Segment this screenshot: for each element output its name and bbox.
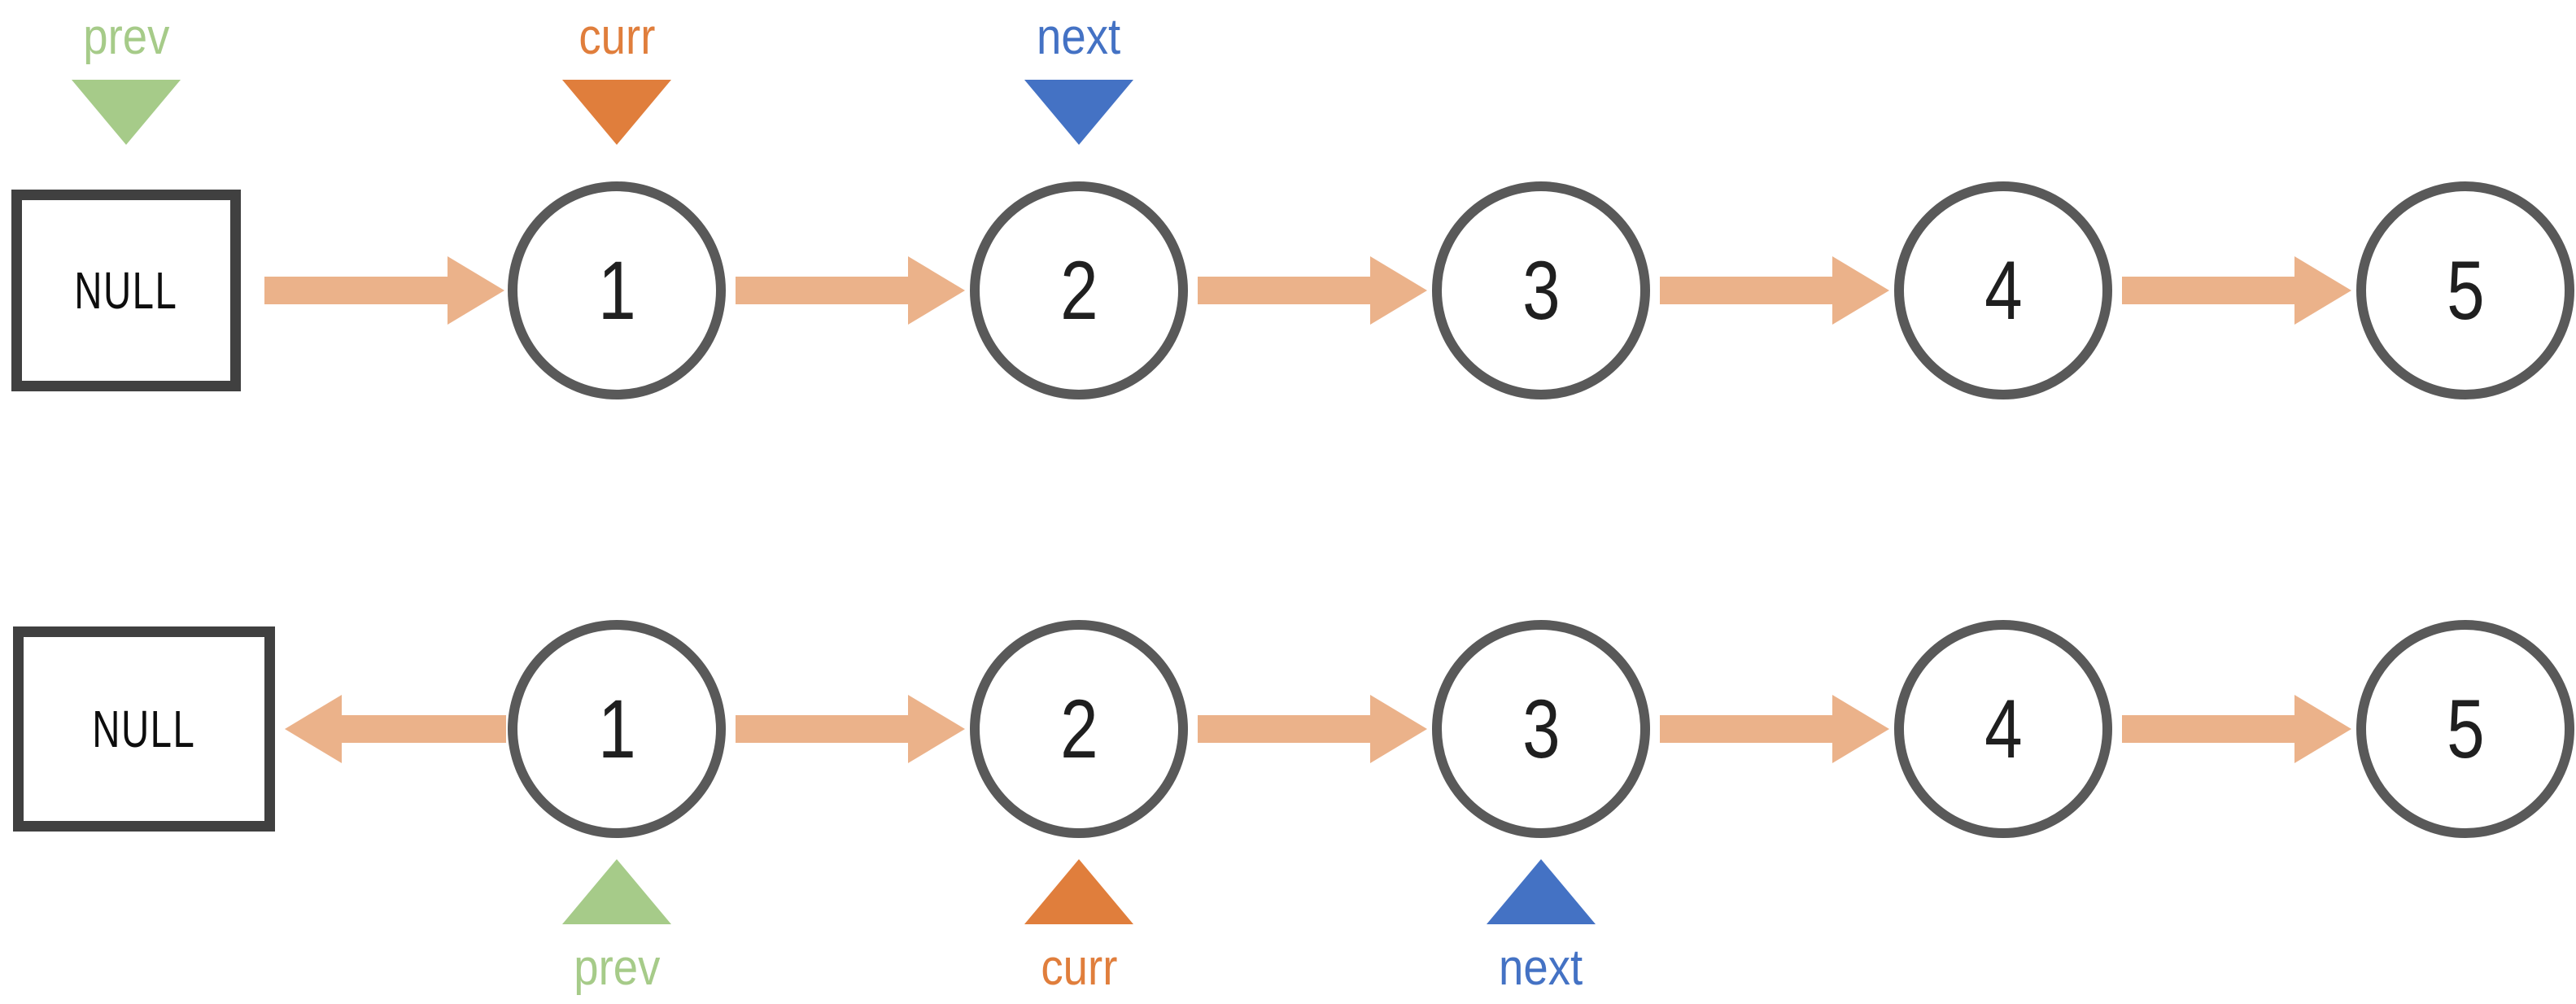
link-arrow-right <box>1198 256 1427 325</box>
arrow-head-icon <box>908 695 965 763</box>
node-value: 3 <box>1522 243 1561 337</box>
list-node: 2 <box>970 181 1188 399</box>
arrow-shaft <box>736 715 908 743</box>
arrow-head-icon <box>2294 695 2351 763</box>
triangle-up-icon <box>1487 859 1596 924</box>
prev-pointer: prev <box>535 859 698 994</box>
arrow-shaft <box>1660 277 1832 304</box>
list-node: 1 <box>508 620 726 838</box>
triangle-down-icon <box>562 80 671 145</box>
arrow-head-icon <box>1832 256 1889 325</box>
arrow-shaft <box>2122 277 2294 304</box>
arrow-shaft <box>342 715 506 743</box>
null-label: NULL <box>92 700 196 758</box>
node-value: 4 <box>1984 682 2023 775</box>
link-arrow-right <box>2122 695 2351 763</box>
link-arrow-right <box>1660 695 1889 763</box>
null-label: NULL <box>74 261 178 320</box>
triangle-down-icon <box>1024 80 1133 145</box>
list-node: 4 <box>1894 181 2112 399</box>
arrow-shaft <box>1198 277 1370 304</box>
curr-pointer-label: curr <box>579 9 655 65</box>
list-node: 3 <box>1432 181 1650 399</box>
link-arrow-right <box>1660 256 1889 325</box>
node-value: 2 <box>1059 243 1098 337</box>
next-pointer-label: next <box>1037 9 1121 65</box>
next-pointer: next <box>1460 859 1622 994</box>
arrow-head-icon <box>448 256 504 325</box>
arrow-shaft <box>2122 715 2294 743</box>
list-node: 4 <box>1894 620 2112 838</box>
arrow-head-icon <box>2294 256 2351 325</box>
list-node: 2 <box>970 620 1188 838</box>
link-arrow-right <box>264 256 504 325</box>
list-node: 5 <box>2356 181 2574 399</box>
prev-pointer: prev <box>45 11 207 145</box>
link-arrow-right <box>2122 256 2351 325</box>
curr-pointer: curr <box>535 11 698 145</box>
link-arrow-left <box>285 695 506 763</box>
triangle-down-icon <box>72 80 181 145</box>
prev-pointer-label: prev <box>82 9 170 65</box>
node-value: 4 <box>1984 243 2023 337</box>
null-box: NULL <box>11 190 241 391</box>
node-value: 1 <box>597 243 636 337</box>
curr-pointer: curr <box>998 859 1160 994</box>
null-box: NULL <box>13 626 275 832</box>
arrow-head-icon <box>908 256 965 325</box>
list-node: 5 <box>2356 620 2574 838</box>
arrow-head-icon <box>1370 695 1427 763</box>
arrow-shaft <box>264 277 448 304</box>
curr-pointer-label: curr <box>1041 940 1117 996</box>
node-value: 1 <box>597 682 636 775</box>
list-node: 1 <box>508 181 726 399</box>
link-arrow-right <box>736 695 965 763</box>
node-value: 5 <box>2446 682 2485 775</box>
arrow-shaft <box>1198 715 1370 743</box>
triangle-up-icon <box>1024 859 1133 924</box>
arrow-head-icon <box>1832 695 1889 763</box>
next-pointer: next <box>998 11 1160 145</box>
arrow-head-icon <box>1370 256 1427 325</box>
node-value: 5 <box>2446 243 2485 337</box>
list-node: 3 <box>1432 620 1650 838</box>
node-value: 3 <box>1522 682 1561 775</box>
arrow-head-icon <box>285 695 342 763</box>
next-pointer-label: next <box>1499 940 1583 996</box>
prev-pointer-label: prev <box>573 940 661 996</box>
triangle-up-icon <box>562 859 671 924</box>
arrow-shaft <box>736 277 908 304</box>
link-arrow-right <box>1198 695 1427 763</box>
link-arrow-right <box>736 256 965 325</box>
arrow-shaft <box>1660 715 1832 743</box>
node-value: 2 <box>1059 682 1098 775</box>
